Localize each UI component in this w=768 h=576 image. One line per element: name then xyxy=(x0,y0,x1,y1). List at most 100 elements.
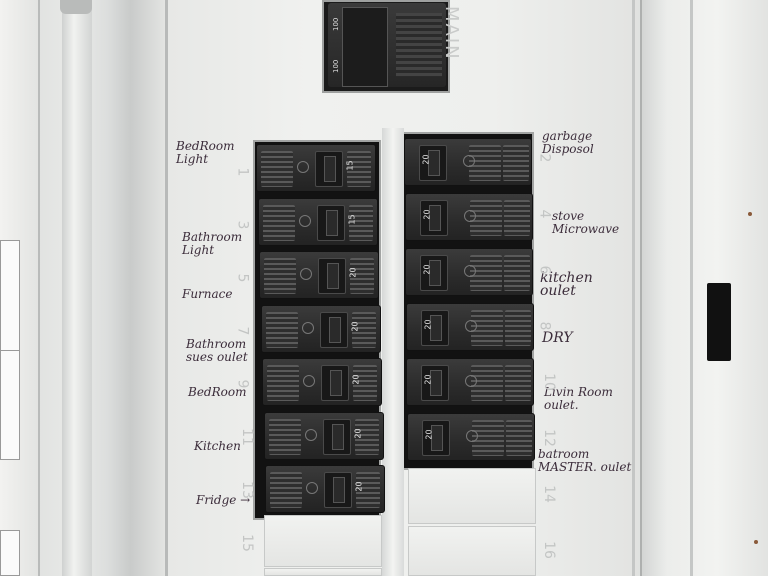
center-divider xyxy=(382,128,404,576)
warning-sticker xyxy=(0,350,20,460)
breaker-handle[interactable] xyxy=(419,145,447,181)
breaker-amp-rating: 20 xyxy=(424,429,434,440)
breaker-toggle[interactable] xyxy=(430,425,443,451)
right-breaker[interactable]: 20 xyxy=(406,413,535,461)
circuit-number-left: 13 xyxy=(238,481,255,499)
door-latch-slot[interactable] xyxy=(707,283,731,361)
breaker-handle[interactable] xyxy=(318,258,346,294)
ul-mark-icon xyxy=(465,375,477,387)
left-breaker[interactable]: 20 xyxy=(265,465,385,513)
breaker-amp-rating: 15 xyxy=(347,213,357,225)
breaker-handle[interactable] xyxy=(315,151,343,187)
left-breaker[interactable]: 20 xyxy=(259,251,379,299)
circuit-number-right: 4 xyxy=(536,209,553,219)
breaker-label-plate xyxy=(270,472,302,508)
breaker-label-plate xyxy=(503,200,530,236)
blank-knockout xyxy=(408,468,536,524)
breaker-handle[interactable] xyxy=(420,310,449,346)
breaker-toggle[interactable] xyxy=(429,260,441,286)
warning-sticker xyxy=(0,240,20,360)
circuit-label-right: DRY xyxy=(542,330,573,346)
ul-mark-icon xyxy=(463,155,475,167)
left-breaker[interactable]: 15 xyxy=(257,197,378,246)
breaker-handle[interactable] xyxy=(419,200,448,236)
circuit-label-right: batroom MASTER. oulet xyxy=(538,447,632,474)
breaker-toggle[interactable] xyxy=(428,205,441,231)
main-breaker[interactable]: 100 100 xyxy=(328,3,446,87)
breaker-toggle[interactable] xyxy=(331,423,344,450)
breaker-label-plate xyxy=(469,145,501,181)
breaker-label-plate xyxy=(504,310,531,346)
right-breaker[interactable]: 20 xyxy=(406,358,534,406)
breaker-handle[interactable] xyxy=(316,204,345,241)
breaker-label-plate xyxy=(261,151,293,187)
adjacent-panel-edge xyxy=(0,0,40,576)
breaker-label-plate xyxy=(348,204,373,241)
breaker-amp-rating: 20 xyxy=(353,427,363,439)
right-breaker[interactable]: 20 xyxy=(405,303,534,351)
right-breaker[interactable]: 20 xyxy=(404,193,533,241)
main-breaker-label-plate xyxy=(396,13,442,77)
circuit-label-right: kitchen oulet xyxy=(540,270,593,299)
breaker-label-plate xyxy=(347,151,371,187)
breaker-handle[interactable] xyxy=(420,255,448,291)
ul-mark-icon xyxy=(465,430,478,442)
breaker-toggle[interactable] xyxy=(324,156,336,182)
breaker-handle[interactable] xyxy=(321,365,349,401)
circuit-number-right: 16 xyxy=(540,541,557,559)
circuit-label-left: Fridge → xyxy=(196,493,251,507)
conduit-pipe xyxy=(62,0,92,576)
circuit-number-left: 1 xyxy=(234,167,251,177)
ul-mark-icon xyxy=(463,210,476,222)
breaker-handle[interactable] xyxy=(421,420,450,456)
breaker-amp-rating: 20 xyxy=(423,319,433,330)
left-breaker[interactable]: 20 xyxy=(262,358,382,406)
breaker-handle[interactable] xyxy=(322,418,351,455)
breaker-toggle[interactable] xyxy=(333,477,345,503)
ul-mark-icon xyxy=(298,214,311,227)
breaker-amp-rating: 20 xyxy=(422,209,432,220)
circuit-label-left: BedRoom xyxy=(188,385,247,399)
right-breaker[interactable]: 20 xyxy=(404,138,532,186)
right-breaker[interactable]: 20 xyxy=(405,248,533,296)
breaker-label-plate xyxy=(267,365,299,401)
breaker-label-plate xyxy=(505,420,532,456)
breaker-handle[interactable] xyxy=(319,311,348,348)
breaker-label-plate xyxy=(356,472,380,508)
ul-mark-icon xyxy=(301,321,314,334)
breaker-amp-rating: 20 xyxy=(348,267,358,278)
breaker-toggle[interactable] xyxy=(325,209,338,236)
blank-knockout xyxy=(408,526,536,576)
breaker-label-plate xyxy=(262,204,295,241)
left-breaker[interactable]: 20 xyxy=(260,304,381,353)
breaker-amp-rating: 20 xyxy=(423,374,433,385)
breaker-toggle[interactable] xyxy=(327,263,339,289)
breaker-amp-rating: 20 xyxy=(350,320,360,332)
ul-mark-icon xyxy=(303,375,315,387)
breaker-amp-rating: 20 xyxy=(421,154,431,165)
breaker-toggle[interactable] xyxy=(430,370,442,396)
left-breaker[interactable]: 15 xyxy=(256,144,376,192)
main-breaker-handle[interactable] xyxy=(342,7,388,87)
breaker-amp-rating: 15 xyxy=(345,160,355,171)
circuit-number-right: 2 xyxy=(536,153,553,163)
circuit-number-right: 12 xyxy=(540,429,557,447)
breaker-toggle[interactable] xyxy=(428,150,440,176)
blank-knockout xyxy=(264,515,382,567)
panel-door[interactable] xyxy=(640,0,768,576)
breaker-label-plate xyxy=(504,255,530,291)
circuit-number-left: 9 xyxy=(234,379,251,389)
breaker-toggle[interactable] xyxy=(328,316,341,343)
ul-mark-icon xyxy=(464,320,477,332)
circuit-label-left: Kitchen xyxy=(194,439,241,453)
breaker-handle[interactable] xyxy=(421,365,449,401)
breaker-toggle[interactable] xyxy=(429,315,442,341)
breaker-handle[interactable] xyxy=(324,472,352,508)
circuit-label-left: Bathroom sues oulet xyxy=(186,337,248,364)
left-breaker[interactable]: 20 xyxy=(263,411,384,460)
ul-mark-icon xyxy=(297,161,309,173)
circuit-label-left: BedRoom Light xyxy=(176,139,235,166)
breaker-toggle[interactable] xyxy=(330,370,342,396)
circuit-number-left: 3 xyxy=(234,220,251,230)
breaker-label-plate xyxy=(354,418,379,455)
